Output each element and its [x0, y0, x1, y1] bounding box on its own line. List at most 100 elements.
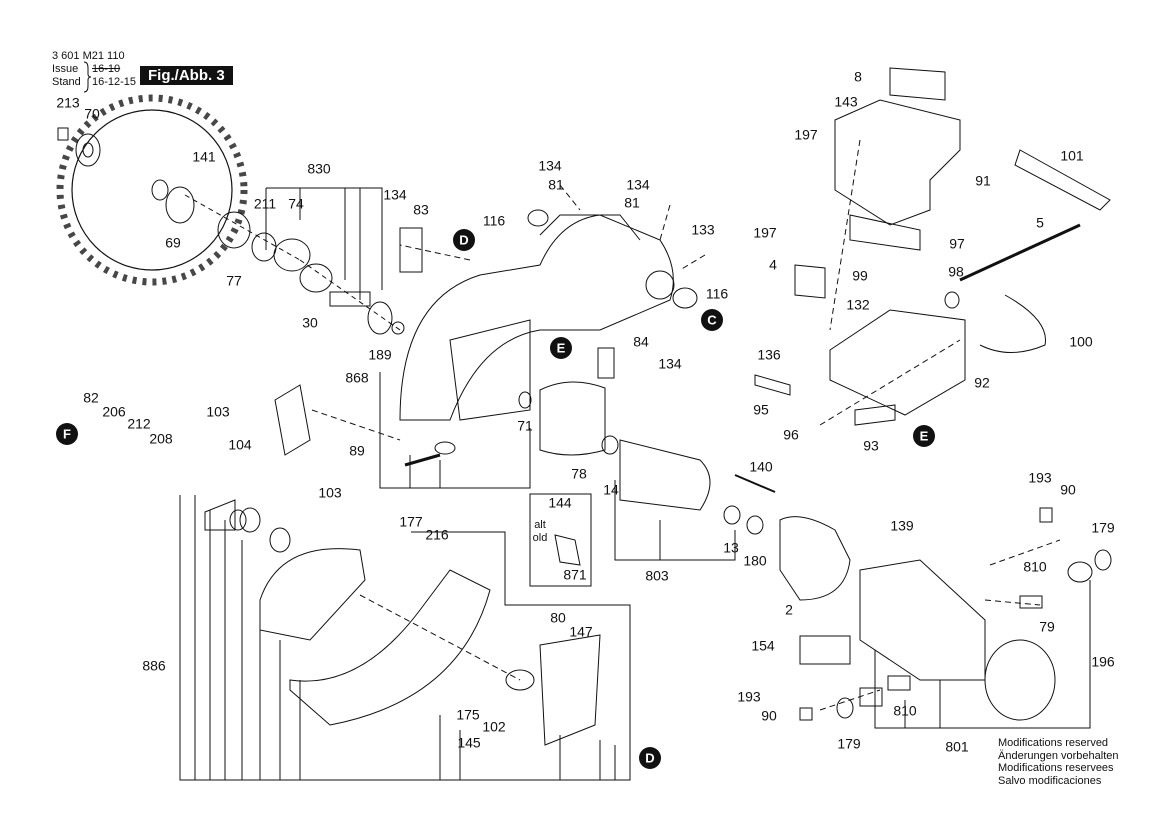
saw-blade [56, 94, 248, 286]
brush-holder [1067, 561, 1093, 583]
document-number: 3 601 M21 110 [52, 50, 125, 62]
label-154 [799, 635, 851, 665]
part-label: 133 [691, 222, 715, 238]
part-label: 134 [383, 187, 407, 203]
part-label: 179 [837, 736, 861, 752]
modifications-line: Modifications reservees [998, 762, 1114, 774]
part-label: 104 [228, 437, 252, 453]
brush-90 [1039, 507, 1053, 523]
bearing-14 [601, 435, 619, 455]
part-label: 96 [783, 427, 799, 443]
part-label: 69 [165, 235, 181, 251]
part-label: 143 [834, 94, 858, 110]
callout-D-circle [453, 229, 475, 251]
clip-84 [597, 347, 615, 379]
screw-140 [734, 474, 776, 493]
figure-label: Fig./Abb. 3 [140, 66, 233, 85]
axis-line [184, 194, 301, 261]
part-label: 134 [626, 177, 650, 193]
washer-under-plate [505, 669, 535, 691]
issue-date-old: 16-10 [92, 63, 121, 75]
flange-70 [75, 133, 101, 167]
part-label: 136 [757, 347, 781, 363]
part-label: 212 [127, 416, 151, 432]
bearing-180 [746, 515, 764, 535]
bracket-97 [849, 214, 921, 251]
lower-guard-front [259, 548, 366, 641]
modifications-line: Änderungen vorbehalten [998, 749, 1119, 762]
cap-179b [836, 697, 854, 719]
part-label: 179 [1091, 520, 1115, 536]
callout-E-2: E [920, 429, 929, 444]
pin [404, 453, 441, 467]
stand-label: Stand [52, 76, 81, 88]
part-label: 177 [399, 514, 423, 530]
callout-F-circle [56, 423, 78, 445]
flange-69 [165, 186, 195, 224]
cap-179 [1094, 549, 1112, 571]
part-label: 101 [1060, 148, 1084, 164]
upper-guard-housing [399, 214, 674, 421]
plate-30 [299, 263, 333, 293]
part-label: 99 [852, 268, 868, 284]
bracket-803 [614, 480, 736, 561]
brush-810 [1019, 595, 1043, 609]
gear-830 [367, 301, 393, 335]
brush-90b [799, 707, 813, 721]
bracket-830-legs [265, 188, 361, 300]
clamp-93 [854, 404, 896, 426]
motor-housing-801 [859, 559, 986, 681]
part-label: 78 [571, 466, 587, 482]
inset-alt-label: alt [534, 519, 546, 531]
part-label: 81 [548, 177, 564, 193]
part-label: 14 [603, 482, 619, 498]
cover-78 [539, 381, 606, 456]
part-label: 147 [569, 624, 593, 640]
handle [539, 214, 641, 241]
part-label: 830 [307, 161, 331, 177]
part-label: 103 [206, 404, 230, 420]
bearing-189 [391, 321, 405, 335]
part-label: 90 [1060, 482, 1076, 498]
washer-116 [527, 209, 549, 227]
part-label: 213 [56, 95, 80, 111]
wire-100 [979, 294, 1046, 353]
part-label: 141 [192, 149, 216, 165]
inset-gasket [554, 534, 581, 566]
part-label: 79 [1039, 619, 1055, 635]
callouts: D C E F E D [56, 229, 935, 769]
axis-line [299, 259, 401, 331]
part-label: 197 [794, 127, 818, 143]
cord-5 [959, 223, 1081, 282]
part-label: 216 [425, 527, 449, 543]
header-brace [83, 61, 92, 93]
part-label: 140 [749, 459, 773, 475]
part-label: 132 [846, 297, 870, 313]
part-label: 95 [753, 402, 769, 418]
plate-77 [217, 211, 251, 249]
washer-13 [723, 505, 741, 525]
issue-label: Issue [52, 63, 79, 75]
washer-116b [672, 287, 698, 309]
part-label: 196 [1091, 654, 1115, 670]
spring [434, 441, 456, 455]
bracket-801 [874, 580, 1091, 729]
modifications-notice: Modifications reserved Änderungen vorbeh… [998, 737, 1118, 787]
part-label: 97 [949, 236, 965, 252]
inset-old-label: old [533, 532, 548, 544]
bolt-213 [57, 127, 69, 141]
brush-810b [887, 675, 911, 691]
bracket-868-legs [409, 455, 441, 488]
callout-D2-circle [639, 747, 661, 769]
bracket-868 [379, 372, 531, 489]
ring-71 [518, 391, 532, 409]
part-label: 82 [83, 390, 99, 406]
part-label: 180 [743, 553, 767, 569]
part-label: 208 [149, 431, 173, 447]
callout-E: E [557, 341, 566, 356]
part-label: 810 [893, 703, 917, 719]
bracket-886 [179, 495, 631, 781]
stand-date: 16-12-15 [92, 76, 137, 88]
bearing [239, 507, 261, 533]
callout-C: C [707, 313, 717, 328]
